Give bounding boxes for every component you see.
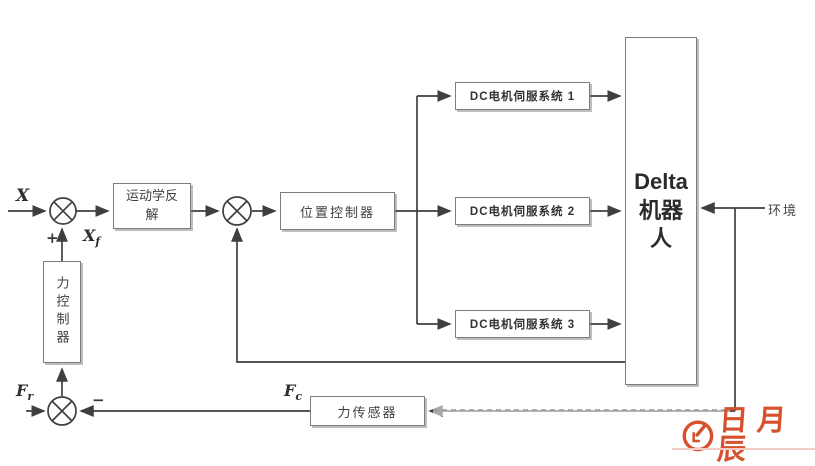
block-dc-servo-1-label: DC电机伺服系统 1 — [469, 91, 576, 103]
block-force-sensor-label: 力传感器 — [337, 404, 398, 420]
riyuechen-logo-icon — [682, 420, 714, 452]
sum-junction-position — [49, 197, 77, 225]
block-force-controller: 力控制器 — [43, 261, 81, 363]
environment-label: 环境 — [768, 203, 799, 218]
block-force-controller-label: 力控制器 — [54, 276, 70, 348]
block-delta-robot: Delta机器人 — [625, 37, 697, 385]
block-delta-robot-label: Delta机器人 — [634, 169, 688, 252]
minus-sign: − — [92, 391, 105, 409]
block-dc-servo-3-label: DC电机伺服系统 3 — [469, 319, 576, 331]
sum-junction-main — [222, 196, 252, 226]
block-position-controller: 位置控制器 — [280, 192, 395, 230]
block-force-sensor: 力传感器 — [310, 396, 425, 426]
signal-xf: Xf — [83, 226, 101, 249]
connector-layer — [8, 90, 765, 426]
block-diagram: 运动学反解 位置控制器 DC电机伺服系统 1 DC电机伺服系统 2 DC电机伺服… — [8, 37, 815, 466]
wire-position-feedback — [231, 227, 625, 363]
signal-x-input: X — [16, 186, 30, 206]
block-kinematics-label: 运动学反解 — [125, 188, 178, 222]
block-dc-servo-2: DC电机伺服系统 2 — [455, 197, 590, 225]
block-dc-servo-1: DC电机伺服系统 1 — [455, 82, 590, 110]
watermark-underline — [672, 448, 815, 450]
block-kinematics: 运动学反解 — [113, 183, 191, 229]
faint-watermark-dots — [433, 409, 730, 411]
sum-junction-force — [47, 396, 77, 426]
block-dc-servo-3: DC电机伺服系统 3 — [455, 310, 590, 338]
signal-fr: Fr — [16, 381, 34, 404]
plus-sign: + — [46, 229, 59, 247]
block-dc-servo-2-label: DC电机伺服系统 2 — [469, 206, 576, 218]
brand-watermark: 日月辰 — [680, 403, 815, 466]
signal-fc: Fc — [284, 381, 303, 404]
block-position-controller-label: 位置控制器 — [299, 204, 375, 220]
brand-watermark-text: 日月辰 — [715, 403, 796, 466]
